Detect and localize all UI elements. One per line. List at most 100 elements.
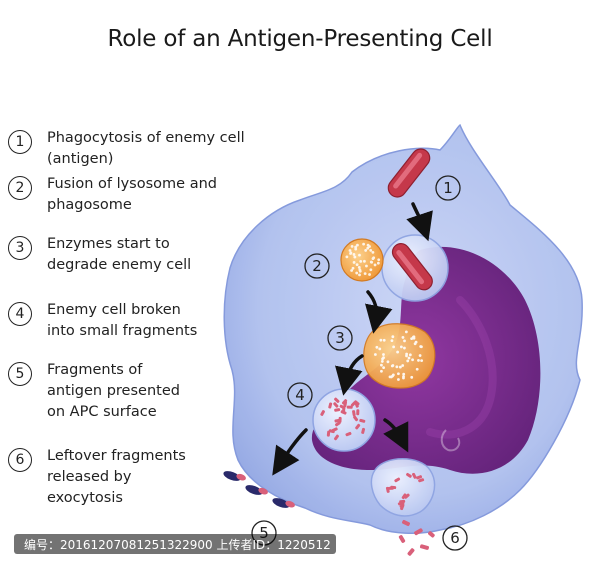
enzyme-dot [357, 266, 361, 269]
enzyme-dot [418, 354, 422, 357]
enzyme-dot [417, 358, 420, 362]
watermark-text: 编号：20161207081251322900 上传者ID：1220512 [24, 538, 331, 552]
svg-text:3: 3 [335, 329, 345, 347]
diagram-label-2: 2 [304, 253, 330, 279]
enzyme-dot [382, 338, 386, 342]
enzyme-dot [407, 356, 411, 360]
antigen-fragment [333, 402, 339, 408]
released-fragments [398, 519, 435, 556]
enzyme-dot [355, 263, 359, 267]
diagram-label-4: 4 [287, 382, 313, 408]
antigen-fragment [355, 423, 361, 430]
enzyme-dot [373, 263, 377, 267]
enzyme-dot [420, 359, 424, 363]
enzyme-dot [414, 340, 418, 344]
enzyme-dot [358, 273, 361, 277]
enzyme-dot [380, 369, 383, 373]
enzyme-dot [351, 266, 355, 270]
enzyme-dot [350, 244, 354, 248]
antigen-fragment [333, 434, 339, 441]
antigen-bacterium [387, 148, 431, 198]
antigen-fragment [385, 486, 390, 493]
enzyme-dot [358, 253, 361, 257]
step-text-5: Fragments of antigen presented on APC su… [47, 362, 180, 420]
enzyme-dot [403, 346, 406, 350]
arrow-3 [335, 354, 364, 396]
enzyme-dot [401, 364, 405, 367]
enzyme-dot [368, 245, 371, 248]
enzyme-dot [412, 335, 416, 339]
arrow-5 [383, 418, 409, 453]
antigen-fragment [320, 410, 325, 416]
enzyme-dot [374, 353, 377, 356]
antigen-fragment [352, 410, 356, 417]
enzyme-dot [356, 243, 359, 247]
enzyme-dot [354, 245, 358, 249]
antigen-fragment [335, 421, 341, 427]
enzyme-dot [362, 242, 365, 246]
legend-item-4: 4 Enemy cell broken into small fragments [8, 300, 248, 360]
legend-item-2: 2 Fusion of lysosome and phagosome [8, 174, 248, 234]
svg-text:5: 5 [259, 524, 269, 542]
enzyme-dot [348, 249, 352, 252]
step-number-4: 4 [8, 302, 32, 326]
enzyme-dot [349, 252, 352, 255]
antigen-fragment [353, 415, 359, 422]
page-title: Role of an Antigen-Presenting Cell [107, 26, 493, 52]
enzyme-dot [358, 269, 362, 273]
exocytosis-vesicle [370, 458, 436, 517]
enzyme-dot [402, 376, 405, 380]
enzyme-dot [366, 246, 370, 250]
enzyme-dot [350, 269, 354, 272]
antigen-fragment [334, 397, 340, 403]
enzyme-dot [380, 360, 384, 363]
antigen-fragment [334, 408, 341, 412]
lysosome [340, 238, 384, 282]
step-text-4: Enemy cell broken into small fragments [47, 302, 198, 339]
enzyme-dot [368, 273, 371, 276]
enzyme-dot [410, 337, 414, 341]
step-text-2: Fusion of lysosome and phagosome [47, 176, 217, 213]
fragment-vesicle [312, 388, 376, 452]
step-text-6: Leftover fragments released by exocytosi… [47, 448, 186, 506]
enzyme-dot [355, 271, 359, 275]
phagolysosome [363, 323, 436, 389]
enzyme-dot [364, 249, 368, 252]
enzyme-dot [403, 339, 406, 343]
enzyme-dot [382, 353, 385, 356]
enzyme-dot [396, 350, 400, 354]
enzyme-dot [395, 365, 399, 369]
arrow-1 [406, 202, 433, 242]
enzyme-dot [359, 259, 363, 263]
antigen-fragment [328, 429, 335, 434]
mhc-antigen-complexes [223, 471, 295, 508]
enzyme-dot [390, 375, 393, 379]
svg-text:6: 6 [450, 529, 460, 547]
antigen-fragment [346, 405, 353, 409]
enzyme-dot [410, 375, 414, 379]
enzyme-dot [390, 339, 394, 343]
watermark-bar [14, 534, 336, 554]
enzyme-dot [405, 352, 409, 356]
enzyme-dot [406, 359, 410, 363]
antigen-fragment [390, 485, 397, 490]
enzyme-dot [377, 258, 381, 262]
diagram-label-6: 6 [442, 525, 468, 551]
enzyme-dot [382, 366, 386, 370]
nucleus-highlight [426, 296, 497, 439]
antigen-fragment [397, 501, 404, 506]
arrow-4 [272, 428, 308, 476]
antigen-fragment [406, 472, 412, 478]
enzyme-dot [345, 255, 349, 259]
enzyme-dot [408, 353, 412, 357]
enzyme-dot [375, 345, 379, 349]
legend-item-1: 1 Phagocytosis of enemy cell (antigen) [8, 128, 248, 174]
enzyme-dot [397, 372, 400, 376]
antigen-fragment [401, 493, 407, 500]
antigen-fragment [399, 502, 405, 509]
enzyme-dot [411, 358, 414, 362]
enzyme-dot [404, 330, 408, 334]
svg-text:1: 1 [443, 179, 453, 197]
step-number-5: 5 [8, 362, 32, 386]
